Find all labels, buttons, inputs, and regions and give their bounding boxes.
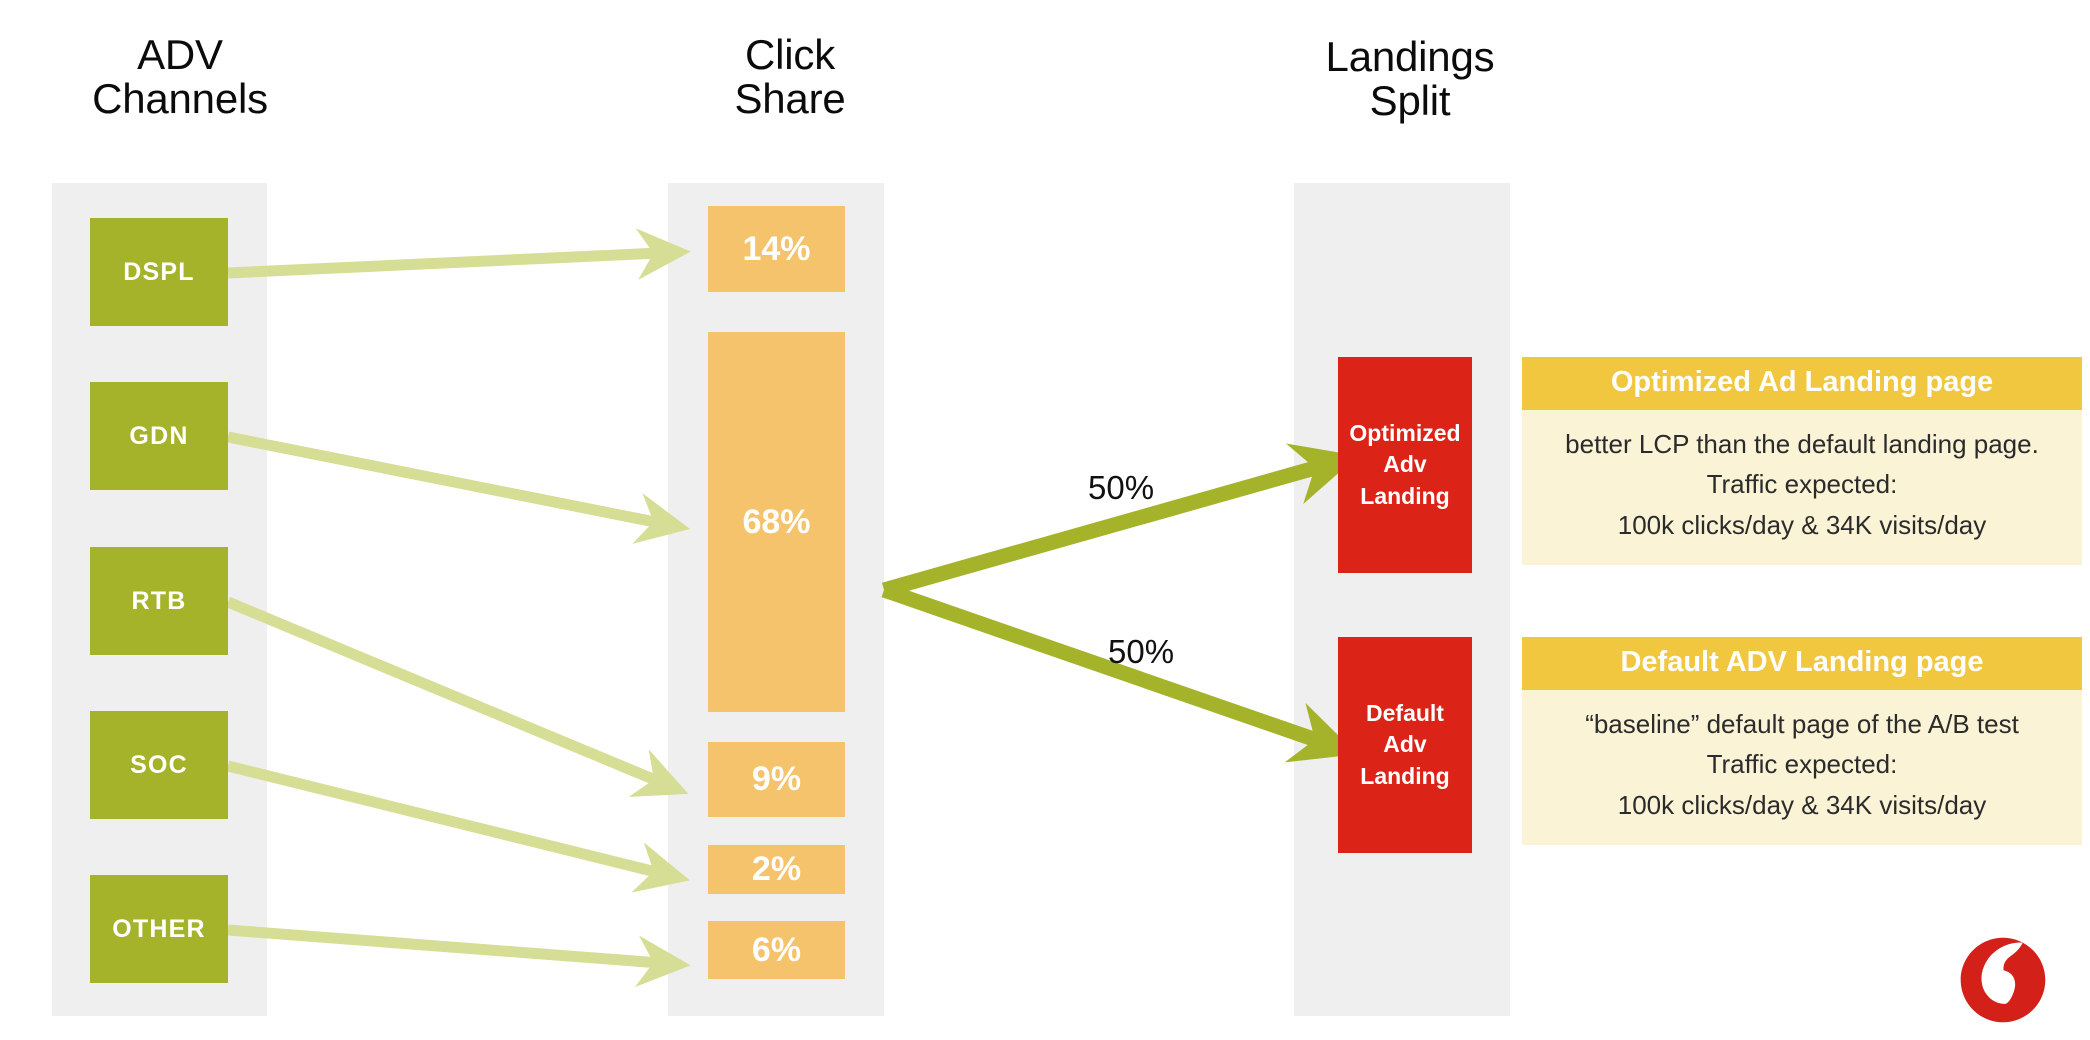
info-card-body-default: “baseline” default page of the A/B test …: [1522, 690, 2082, 845]
vodafone-logo: [1958, 935, 2048, 1025]
channel-label-gdn: GDN: [129, 421, 189, 450]
share-label-2: 2%: [751, 850, 802, 888]
info-card-title-default: Default ADV Landing page: [1522, 637, 2082, 690]
info-card-body-optimized: better LCP than the default landing page…: [1522, 410, 2082, 565]
channel-label-rtb: RTB: [131, 586, 187, 615]
vodafone-logo-icon: [1960, 937, 2046, 1023]
band-landings-split: [1294, 183, 1510, 1016]
arrow-gdn-to-68: [226, 431, 691, 544]
info-card-default: Default ADV Landing page “baseline” defa…: [1522, 637, 2082, 845]
channel-box-other[interactable]: OTHER: [90, 875, 228, 983]
share-bar-6[interactable]: 6%: [708, 921, 845, 979]
column-header-landings-split: Landings Split: [1325, 33, 1495, 125]
column-header-click-share: Click Share: [734, 31, 846, 123]
info-card-optimized: Optimized Ad Landing page better LCP tha…: [1522, 357, 2082, 565]
arrow-rtb-to-9: [225, 596, 689, 797]
arrow-split-default: [881, 582, 1358, 763]
channel-label-dspl: DSPL: [123, 257, 195, 286]
channel-box-dspl[interactable]: DSPL: [90, 218, 228, 326]
info-card-title-optimized: Optimized Ad Landing page: [1522, 357, 2082, 410]
arrow-soc-to-2: [226, 760, 690, 893]
share-label-6: 6%: [751, 930, 802, 969]
arrow-other-to-6: [227, 924, 691, 988]
share-label-68: 68%: [742, 502, 811, 541]
landing-label-default: Default Adv Landing: [1360, 700, 1450, 789]
channel-label-soc: SOC: [130, 750, 188, 779]
arrow-dspl-to-14: [227, 228, 691, 280]
share-bar-2[interactable]: 2%: [708, 845, 845, 894]
channel-box-gdn[interactable]: GDN: [90, 382, 228, 490]
landing-label-optimized: Optimized Adv Landing: [1349, 420, 1461, 509]
share-bar-14[interactable]: 14%: [708, 206, 845, 292]
channel-box-soc[interactable]: SOC: [90, 711, 228, 819]
column-header-adv-channels: ADV Channels: [92, 31, 268, 123]
share-bar-68[interactable]: 68%: [708, 332, 845, 712]
share-label-14: 14%: [742, 229, 811, 268]
split-label-bottom: 50%: [1108, 633, 1175, 670]
share-label-9: 9%: [751, 760, 802, 798]
channel-label-other: OTHER: [112, 914, 206, 943]
share-bar-9[interactable]: 9%: [708, 742, 845, 817]
channel-box-rtb[interactable]: RTB: [90, 547, 228, 655]
split-label-top: 50%: [1088, 469, 1155, 506]
landing-box-default[interactable]: Default Adv Landing: [1338, 637, 1472, 853]
landing-box-optimized[interactable]: Optimized Adv Landing: [1338, 357, 1472, 573]
